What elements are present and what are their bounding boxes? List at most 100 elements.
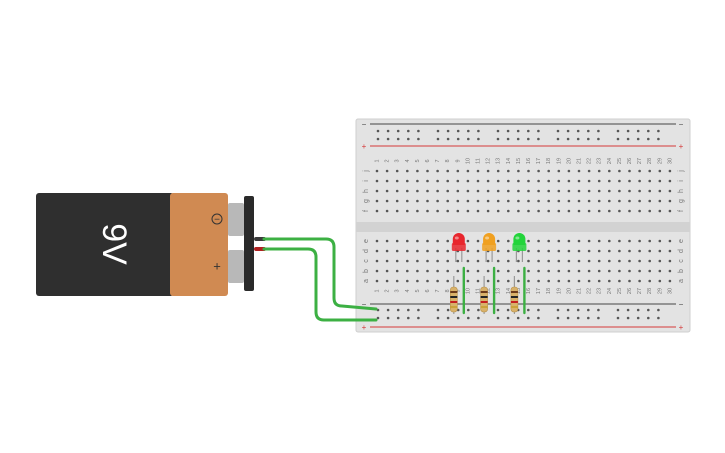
rail-hole[interactable] — [657, 308, 660, 312]
terminal-hole[interactable] — [406, 179, 409, 183]
wires[interactable] — [262, 237, 378, 322]
rail-hole[interactable] — [376, 137, 380, 141]
led-orange[interactable] — [482, 233, 497, 251]
terminal-hole[interactable] — [527, 179, 530, 183]
rail-hole[interactable] — [647, 137, 650, 141]
rail-hole[interactable] — [647, 308, 650, 312]
terminal-hole[interactable] — [517, 179, 520, 183]
terminal-hole[interactable] — [395, 169, 399, 173]
terminal-hole[interactable] — [597, 279, 601, 283]
terminal-hole[interactable] — [436, 279, 439, 283]
resistor-green[interactable] — [510, 286, 519, 313]
rail-hole[interactable] — [436, 137, 440, 141]
terminal-hole[interactable] — [648, 169, 651, 173]
terminal-hole[interactable] — [557, 179, 561, 183]
terminal-hole[interactable] — [395, 259, 399, 263]
terminal-hole[interactable] — [567, 259, 571, 263]
rail-hole[interactable] — [626, 129, 630, 133]
terminal-hole[interactable] — [638, 179, 641, 183]
terminal-hole[interactable] — [416, 279, 419, 283]
rail-hole[interactable] — [636, 129, 640, 133]
terminal-hole[interactable] — [608, 169, 611, 173]
rail-hole[interactable] — [576, 137, 580, 141]
terminal-hole[interactable] — [476, 199, 480, 203]
rail-hole[interactable] — [417, 137, 420, 141]
terminal-hole[interactable] — [597, 249, 601, 253]
terminal-hole[interactable] — [527, 209, 530, 213]
terminal-hole[interactable] — [648, 249, 651, 253]
rail-hole[interactable] — [496, 129, 500, 133]
rail-hole[interactable] — [616, 137, 620, 141]
rail-hole[interactable] — [477, 137, 480, 141]
terminal-hole[interactable] — [486, 199, 490, 203]
terminal-hole[interactable] — [395, 269, 399, 273]
terminal-hole[interactable] — [406, 169, 409, 173]
terminal-hole[interactable] — [406, 239, 409, 243]
terminal-hole[interactable] — [658, 209, 662, 213]
terminal-hole[interactable] — [496, 199, 500, 203]
terminal-hole[interactable] — [537, 279, 540, 283]
terminal-hole[interactable] — [527, 259, 530, 263]
rail-hole[interactable] — [417, 316, 420, 320]
terminal-hole[interactable] — [466, 249, 470, 253]
terminal-hole[interactable] — [608, 259, 611, 263]
rail-hole[interactable] — [537, 308, 540, 312]
terminal-hole[interactable] — [547, 279, 550, 283]
rail-hole[interactable] — [496, 308, 500, 312]
terminal-hole[interactable] — [658, 169, 662, 173]
rail-hole[interactable] — [566, 308, 570, 312]
terminal-hole[interactable] — [426, 259, 429, 263]
terminal-hole[interactable] — [456, 209, 460, 213]
terminal-hole[interactable] — [466, 179, 470, 183]
terminal-hole[interactable] — [577, 199, 581, 203]
rail-hole[interactable] — [556, 316, 560, 320]
rail-hole[interactable] — [376, 316, 380, 320]
terminal-hole[interactable] — [436, 209, 439, 213]
rail-hole[interactable] — [597, 316, 600, 320]
terminal-hole[interactable] — [517, 259, 520, 263]
terminal-hole[interactable] — [638, 169, 641, 173]
terminal-hole[interactable] — [577, 259, 581, 263]
terminal-hole[interactable] — [547, 189, 550, 193]
terminal-hole[interactable] — [436, 179, 439, 183]
rail-hole[interactable] — [396, 316, 400, 320]
rail-hole[interactable] — [436, 129, 440, 133]
terminal-hole[interactable] — [527, 189, 530, 193]
terminal-hole[interactable] — [466, 259, 470, 263]
terminal-hole[interactable] — [618, 199, 621, 203]
terminal-hole[interactable] — [597, 189, 601, 193]
terminal-hole[interactable] — [648, 209, 651, 213]
rail-hole[interactable] — [456, 129, 460, 133]
terminal-hole[interactable] — [557, 209, 561, 213]
terminal-hole[interactable] — [476, 279, 480, 283]
terminal-hole[interactable] — [577, 279, 581, 283]
rail-hole[interactable] — [657, 316, 660, 320]
terminal-hole[interactable] — [668, 189, 672, 193]
terminal-hole[interactable] — [547, 199, 550, 203]
terminal-hole[interactable] — [537, 209, 540, 213]
terminal-hole[interactable] — [577, 239, 581, 243]
terminal-hole[interactable] — [608, 279, 611, 283]
rail-hole[interactable] — [456, 316, 460, 320]
rail-hole[interactable] — [396, 137, 400, 141]
terminal-hole[interactable] — [557, 249, 561, 253]
terminal-hole[interactable] — [648, 239, 651, 243]
rail-hole[interactable] — [566, 316, 570, 320]
terminal-hole[interactable] — [476, 209, 480, 213]
terminal-hole[interactable] — [608, 189, 611, 193]
terminal-hole[interactable] — [375, 279, 379, 283]
led-red[interactable] — [451, 233, 466, 251]
terminal-hole[interactable] — [395, 249, 399, 253]
rail-hole[interactable] — [467, 308, 470, 312]
terminal-hole[interactable] — [658, 239, 662, 243]
terminal-hole[interactable] — [628, 209, 631, 213]
terminal-hole[interactable] — [537, 249, 540, 253]
terminal-hole[interactable] — [375, 179, 379, 183]
terminal-hole[interactable] — [456, 269, 460, 273]
terminal-hole[interactable] — [486, 279, 490, 283]
terminal-hole[interactable] — [436, 269, 439, 273]
terminal-hole[interactable] — [476, 169, 480, 173]
terminal-hole[interactable] — [416, 209, 419, 213]
rail-hole[interactable] — [396, 308, 400, 312]
